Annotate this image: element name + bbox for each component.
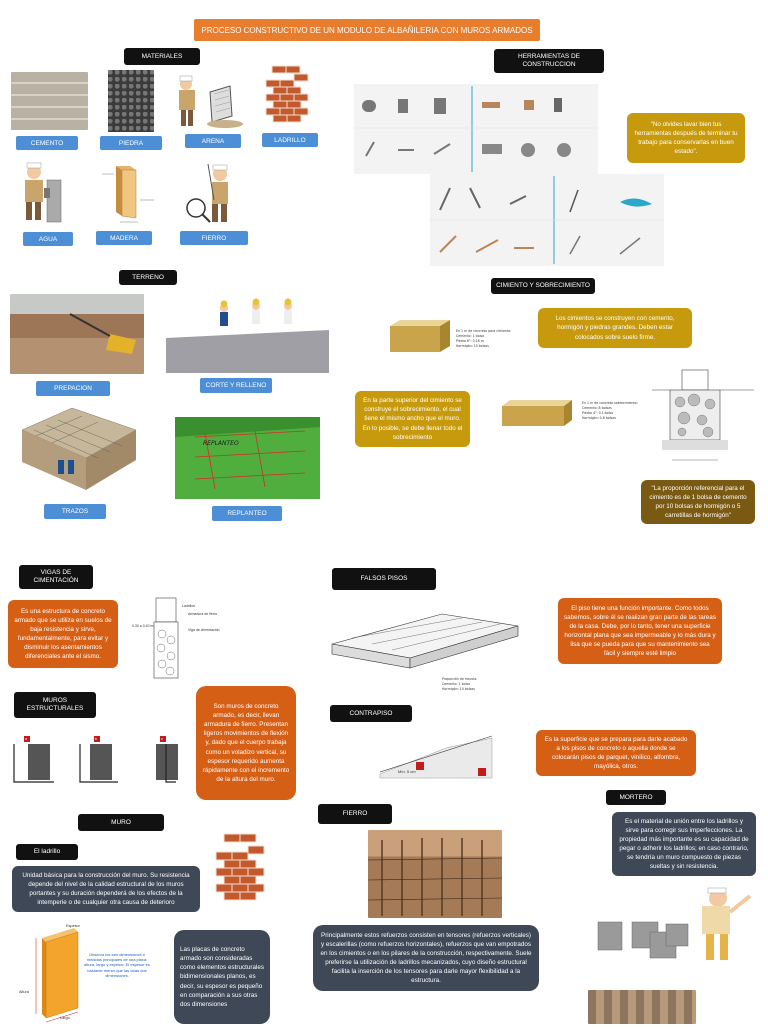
- svg-text:Cemento: 8 bolsas: Cemento: 8 bolsas: [582, 406, 612, 410]
- tag-a: a: [25, 737, 27, 741]
- svg-text:Hormigón: 10 bolsas: Hormigón: 10 bolsas: [456, 344, 489, 348]
- contrapiso-diagram: [376, 728, 496, 780]
- mortero-header: MORTERO: [606, 790, 666, 805]
- contrapiso-header: CONTRAPISO: [330, 705, 412, 722]
- tag-c: c: [161, 737, 163, 741]
- ladrillo-image: [262, 60, 312, 130]
- fierro-image: [182, 160, 242, 226]
- muro-text: Unidad básica para la construcción del m…: [12, 866, 200, 912]
- svg-text:En 1 m de concreto sobrecimien: En 1 m de concreto sobrecimiento:: [582, 401, 638, 405]
- svg-text:Cemento: 1 bolsa: Cemento: 1 bolsa: [442, 682, 470, 686]
- muro-subheader: El ladrillo: [16, 844, 78, 860]
- svg-text:En 1 m de concreto para cimien: En 1 m de concreto para cimiento:: [456, 329, 511, 333]
- label-arena: ARENA: [185, 134, 241, 148]
- vigas-label-ladrillos: Ladrillos: [182, 604, 196, 608]
- cimiento-block-diagram: En 1 m de concreto para cimiento:Cemento…: [370, 316, 530, 360]
- label-corte-relleno: CORTE Y RELLENO: [200, 378, 272, 393]
- label-trazos: TRAZOS: [44, 504, 106, 519]
- muro-header: MURO: [78, 814, 164, 831]
- cimiento-text3: "La proporción referencial para el cimie…: [641, 480, 755, 524]
- fierro-text: Principalmente estos refuerzos consisten…: [313, 925, 539, 991]
- label-ladrillo: LADRILLO: [262, 133, 318, 147]
- replanteo-caption: REPLANTEO: [203, 440, 239, 447]
- muros-estructurales-header: MUROS ESTRUCTURALES: [14, 692, 96, 718]
- label-madera: MADERA: [96, 231, 152, 245]
- placa-diagram: [12, 922, 152, 1024]
- label-espesor: Espesor: [66, 924, 80, 928]
- label-preparacion: PREPACION: [36, 381, 110, 396]
- mortero-image: [590, 882, 758, 966]
- placas-text: Las placas de concreto armado son consid…: [174, 930, 270, 1024]
- herramientas-table-top: [354, 84, 598, 174]
- label-fierro: FIERRO: [180, 231, 248, 245]
- madera-image: [94, 160, 160, 226]
- sobrecimiento-block-diagram: En 1 m de concreto sobrecimiento:Cemento…: [478, 396, 638, 436]
- mortero-text: Es el material de unión entre los ladril…: [612, 812, 756, 876]
- contrapiso-dim: Mín. 5 cm: [398, 769, 416, 774]
- muros-estructurales-text: Son muros de concreto armado, es decir, …: [196, 686, 296, 800]
- svg-text:Cemento: 1 bolsa: Cemento: 1 bolsa: [456, 334, 484, 338]
- page-title: PROCESO CONSTRUCTIVO DE UN MODULO DE ALB…: [194, 19, 540, 41]
- vigas-label-armadura: Armadura de fierro: [188, 612, 218, 616]
- svg-text:Piedra 4": 0.1 bolsa: Piedra 4": 0.1 bolsa: [582, 411, 613, 415]
- arena-image: [170, 72, 260, 130]
- herramientas-quote: "No olvides lavar bien tus herramientas …: [627, 113, 745, 163]
- corte-relleno-image: [166, 296, 329, 373]
- muros-estructurales-diagram: [10, 734, 180, 788]
- svg-text:Piedra 6": 0.16 m: Piedra 6": 0.16 m: [456, 339, 484, 343]
- herramientas-header: HERRAMIENTAS DE CONSTRUCCION: [494, 49, 604, 73]
- fierro-header: FIERRO: [318, 804, 392, 824]
- vigas-text: Es una estructura de concreto armado que…: [8, 600, 118, 668]
- tag-b: b: [95, 737, 97, 741]
- agua-image: [14, 160, 74, 225]
- terreno-header: TERRENO: [119, 270, 177, 285]
- label-cemento: CEMENTO: [16, 136, 78, 150]
- trazos-image: [12, 400, 142, 496]
- piedra-image: [108, 70, 154, 132]
- herramientas-table-bottom: [430, 174, 664, 266]
- cimiento-section-diagram: [652, 360, 754, 476]
- vigas-label-dim: 0.30 a 0.40 m: [132, 624, 154, 628]
- vigas-diagram: [130, 592, 250, 682]
- falsos-text: El piso tiene una función importante. Co…: [558, 598, 722, 664]
- replanteo-image: REPLANTEO: [175, 417, 320, 499]
- placa-note: Observa los tres dimensiones o medidas p…: [84, 952, 150, 978]
- contrapiso-text: Es la superficie que se prepara para dar…: [536, 730, 696, 776]
- cimiento-text2: En la parte superior del cimiento se con…: [355, 391, 470, 447]
- cimiento-header: CIMIENTO Y SOBRECIMIENTO: [491, 278, 595, 294]
- mortero-photo: [588, 990, 696, 1024]
- label-agua: AGUA: [23, 232, 73, 246]
- vigas-header: VIGAS DE CIMENTACIÓN: [19, 565, 93, 589]
- svg-text:Proporción de mezcla:: Proporción de mezcla:: [442, 677, 477, 681]
- svg-text:Hormigón: 0.8 bolsas: Hormigón: 0.8 bolsas: [582, 416, 616, 420]
- materiales-header: MATERIALES: [124, 48, 200, 65]
- cemento-image: [11, 72, 88, 130]
- label-largo: Largo: [60, 1016, 70, 1020]
- label-piedra: PIEDRA: [100, 136, 162, 150]
- fierro-photo: [368, 830, 502, 918]
- muro-ladrillo-image: [212, 826, 272, 914]
- vigas-label-viga: Viga de cimentación: [188, 628, 220, 632]
- label-altura: Altura: [19, 990, 29, 994]
- svg-text:Hormigón: 10 bolsas: Hormigón: 10 bolsas: [442, 687, 475, 691]
- cimiento-text1: Los cimientos se construyen con cemento,…: [538, 308, 692, 348]
- falsos-header: FALSOS PISOS: [332, 568, 436, 590]
- label-replanteo: REPLANTEO: [212, 506, 282, 521]
- preparacion-image: [10, 294, 144, 374]
